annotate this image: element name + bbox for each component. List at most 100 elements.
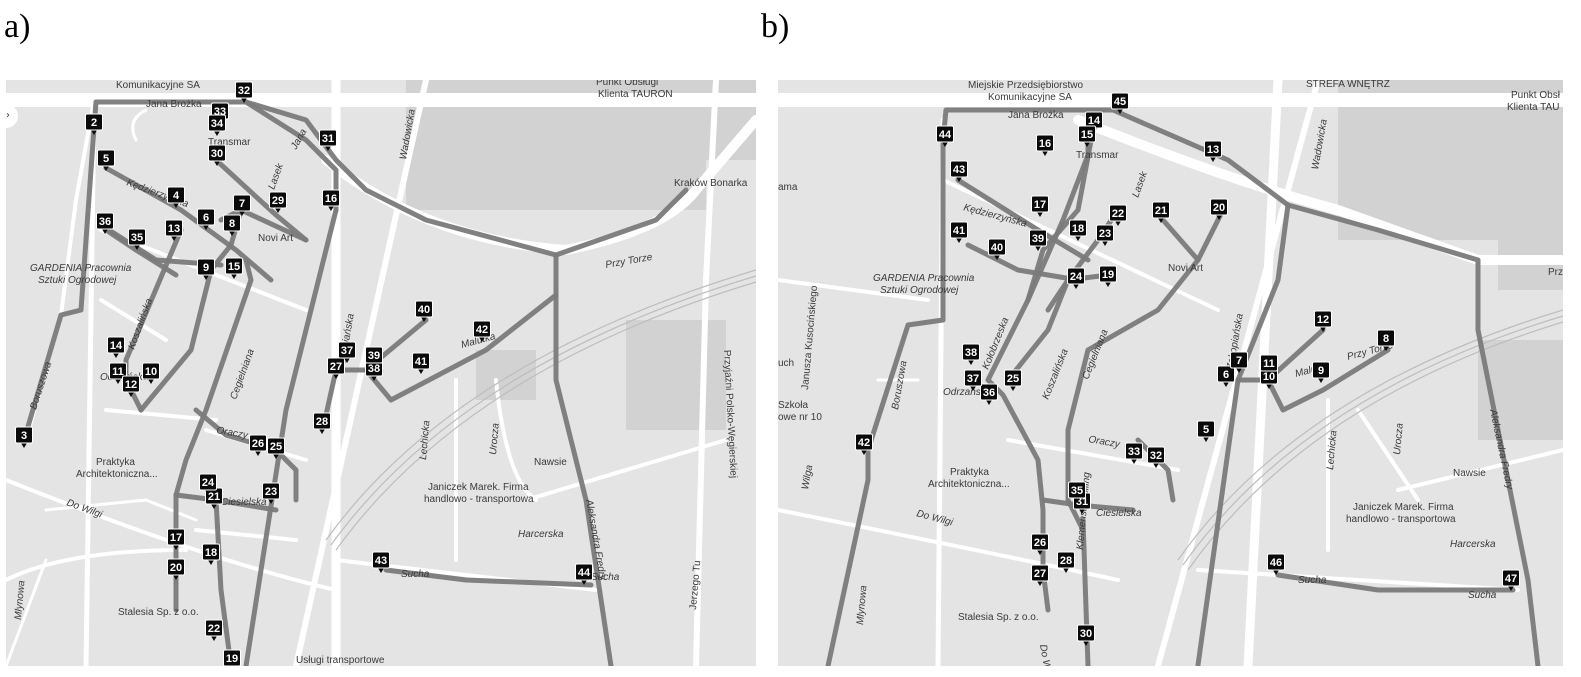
route-stop-marker-29[interactable]: 29 xyxy=(269,191,287,213)
svg-text:Do W: Do W xyxy=(1037,644,1052,666)
route-stop-marker-37[interactable]: 37 xyxy=(338,341,356,363)
route-stop-marker-22[interactable]: 22 xyxy=(1109,204,1127,226)
route-stop-marker-8[interactable]: 8 xyxy=(1377,329,1395,351)
panel-b-label: b) xyxy=(761,8,790,45)
route-stop-number: 13 xyxy=(168,223,180,235)
route-stop-number: 42 xyxy=(858,437,870,449)
route-stop-marker-23[interactable]: 23 xyxy=(1096,224,1114,246)
route-stop-marker-5[interactable]: 5 xyxy=(97,149,115,171)
route-stop-marker-7[interactable]: 7 xyxy=(1230,351,1248,373)
route-stop-marker-40[interactable]: 40 xyxy=(415,300,433,322)
route-stop-marker-8[interactable]: 8 xyxy=(223,214,241,236)
route-stop-marker-18[interactable]: 18 xyxy=(202,543,220,565)
route-stop-marker-24[interactable]: 24 xyxy=(199,473,217,495)
route-stop-marker-30[interactable]: 30 xyxy=(1077,624,1095,646)
svg-text:Praktyka: Praktyka xyxy=(950,467,989,478)
route-stop-marker-13[interactable]: 13 xyxy=(165,219,183,241)
route-stop-marker-42[interactable]: 42 xyxy=(855,433,873,455)
route-stop-marker-24[interactable]: 24 xyxy=(1067,267,1085,289)
route-stop-marker-2[interactable]: 2 xyxy=(85,113,103,135)
route-stop-marker-38[interactable]: 38 xyxy=(365,359,383,381)
route-stop-number: 39 xyxy=(368,350,380,362)
route-stop-marker-35[interactable]: 35 xyxy=(1068,481,1086,503)
route-stop-marker-27[interactable]: 27 xyxy=(1031,564,1049,586)
route-stop-number: 7 xyxy=(1236,355,1242,367)
route-stop-marker-21[interactable]: 21 xyxy=(1152,201,1170,223)
route-stop-marker-28[interactable]: 28 xyxy=(1057,551,1075,573)
route-stop-marker-43[interactable]: 43 xyxy=(950,160,968,182)
route-stop-marker-39[interactable]: 39 xyxy=(365,346,383,368)
route-stop-marker-32[interactable]: 32 xyxy=(1147,446,1165,468)
route-stop-marker-16[interactable]: 16 xyxy=(1036,134,1054,156)
route-stop-marker-11[interactable]: 11 xyxy=(109,362,127,384)
route-stop-marker-38[interactable]: 38 xyxy=(962,343,980,365)
route-stop-marker-31[interactable]: 31 xyxy=(319,129,337,151)
route-stop-marker-12[interactable]: 12 xyxy=(122,375,140,397)
route-stop-marker-46[interactable]: 46 xyxy=(1267,553,1285,575)
route-stop-marker-9[interactable]: 9 xyxy=(197,258,215,280)
route-stop-marker-13[interactable]: 13 xyxy=(1204,140,1222,162)
route-stop-marker-25[interactable]: 25 xyxy=(267,437,285,459)
route-stop-marker-19[interactable]: 19 xyxy=(1099,265,1117,287)
route-stop-marker-32[interactable]: 32 xyxy=(235,81,253,103)
route-stop-marker-3[interactable]: 3 xyxy=(15,426,33,448)
route-stop-marker-44[interactable]: 44 xyxy=(936,125,954,147)
route-stop-marker-39[interactable]: 39 xyxy=(1029,229,1047,251)
map-panel-b[interactable]: Miejskie Przedsiębiorstwo Komunikacyjne … xyxy=(778,80,1563,666)
route-stop-number: 5 xyxy=(1203,424,1209,436)
route-stop-marker-41[interactable]: 41 xyxy=(950,221,968,243)
route-stop-marker-11[interactable]: 11 xyxy=(1260,354,1278,376)
route-stop-marker-18[interactable]: 18 xyxy=(1069,219,1087,241)
route-stop-marker-37[interactable]: 37 xyxy=(964,369,982,391)
route-stop-number: 39 xyxy=(1032,233,1044,245)
route-stop-marker-15[interactable]: 15 xyxy=(1078,125,1096,147)
route-stop-marker-14[interactable]: 14 xyxy=(107,336,125,358)
route-stop-marker-17[interactable]: 17 xyxy=(167,528,185,550)
route-stop-number: 32 xyxy=(1150,450,1162,462)
route-stop-marker-34[interactable]: 34 xyxy=(208,114,226,136)
route-stop-number: 22 xyxy=(1112,208,1124,220)
route-stop-number: 19 xyxy=(226,653,238,665)
route-stop-marker-33[interactable]: 33 xyxy=(1125,442,1143,464)
map-panel-a[interactable]: Komunikacyjne SA Punkt Obsługi Klienta T… xyxy=(6,80,756,666)
route-stop-marker-4[interactable]: 4 xyxy=(167,186,185,208)
route-stop-marker-44[interactable]: 44 xyxy=(575,563,593,585)
route-stop-marker-36[interactable]: 36 xyxy=(96,212,114,234)
route-stop-marker-36[interactable]: 36 xyxy=(980,383,998,405)
route-stop-marker-6[interactable]: 6 xyxy=(1217,365,1235,387)
route-stop-marker-30[interactable]: 30 xyxy=(208,144,226,166)
route-stop-marker-5[interactable]: 5 xyxy=(1197,420,1215,442)
route-stop-marker-19[interactable]: 19 xyxy=(223,649,241,666)
route-stop-marker-12[interactable]: 12 xyxy=(1314,310,1332,332)
route-stop-marker-22[interactable]: 22 xyxy=(205,619,223,641)
route-stop-marker-47[interactable]: 47 xyxy=(1502,569,1520,591)
route-stop-marker-20[interactable]: 20 xyxy=(167,558,185,580)
collapse-chevron-icon[interactable]: › xyxy=(6,104,18,128)
route-stop-number: 38 xyxy=(368,363,380,375)
svg-text:Harcerska: Harcerska xyxy=(518,529,564,540)
route-stop-marker-10[interactable]: 10 xyxy=(142,362,160,384)
route-stop-marker-26[interactable]: 26 xyxy=(1031,533,1049,555)
route-stop-marker-25[interactable]: 25 xyxy=(1004,369,1022,391)
svg-text:Praktyka: Praktyka xyxy=(96,457,135,468)
route-stop-marker-9[interactable]: 9 xyxy=(1312,361,1330,383)
route-stop-marker-6[interactable]: 6 xyxy=(197,208,215,230)
route-stop-marker-7[interactable]: 7 xyxy=(233,194,251,216)
route-stop-marker-35[interactable]: 35 xyxy=(128,228,146,250)
route-stop-marker-41[interactable]: 41 xyxy=(412,352,430,374)
route-stop-marker-16[interactable]: 16 xyxy=(322,189,340,211)
route-stop-marker-42[interactable]: 42 xyxy=(473,320,491,342)
route-stop-marker-23[interactable]: 23 xyxy=(262,482,280,504)
route-stop-marker-20[interactable]: 20 xyxy=(1210,198,1228,220)
route-stop-marker-27[interactable]: 27 xyxy=(327,357,345,379)
route-stop-marker-26[interactable]: 26 xyxy=(249,434,267,456)
route-stop-marker-45[interactable]: 45 xyxy=(1111,92,1129,114)
svg-text:Do Wilgi: Do Wilgi xyxy=(915,508,954,528)
route-stop-marker-28[interactable]: 28 xyxy=(313,412,331,434)
route-stop-marker-15[interactable]: 15 xyxy=(225,257,243,279)
route-stop-marker-17[interactable]: 17 xyxy=(1031,195,1049,217)
route-stop-marker-43[interactable]: 43 xyxy=(372,551,390,573)
route-stop-marker-40[interactable]: 40 xyxy=(988,238,1006,260)
svg-text:uch: uch xyxy=(778,358,794,369)
svg-text:Komunikacyjne SA: Komunikacyjne SA xyxy=(116,80,200,91)
